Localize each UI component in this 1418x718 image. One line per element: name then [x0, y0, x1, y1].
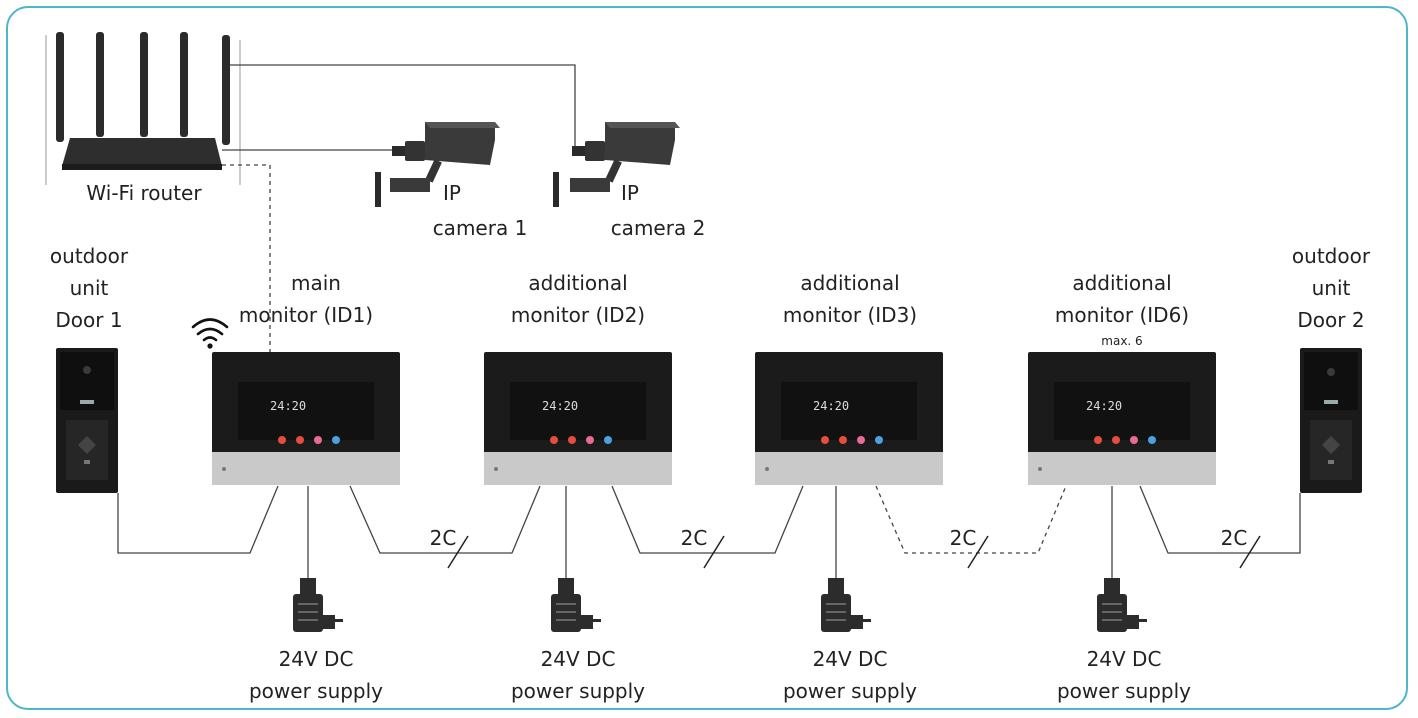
monitor-id3: 24:20	[755, 352, 943, 485]
monitor3-label-line1: additional	[800, 271, 899, 295]
camera2-label-line2: camera 2	[611, 216, 706, 240]
power4-label-line2: power supply	[1057, 679, 1191, 703]
power-supply-3: 24V DC power supply	[783, 486, 917, 703]
bus-label-3: 2C	[950, 526, 977, 550]
monitor2-label-line2: monitor (ID2)	[511, 303, 645, 327]
router-camera2-cable	[230, 64, 576, 148]
bus-label-4: 2C	[1221, 526, 1248, 550]
monitor-id2: 24:20	[484, 352, 672, 485]
monitor-id1: 24:20	[212, 352, 400, 485]
power-supply-1: 24V DC power supply	[249, 486, 383, 703]
outdoor1-label-line1: outdoor	[50, 244, 129, 268]
monitor3-screen-time: 24:20	[813, 399, 849, 413]
power4-label-line1: 24V DC	[1087, 647, 1162, 671]
power3-label-line1: 24V DC	[813, 647, 888, 671]
bus-monitor3-monitor6-optional	[875, 485, 1067, 554]
outdoor1-label-line2: unit	[70, 276, 109, 300]
bus-slash-4	[1239, 535, 1261, 569]
monitor3-label-line2: monitor (ID3)	[783, 303, 917, 327]
monitor1-screen-time: 24:20	[270, 399, 306, 413]
bus-label-1: 2C	[430, 526, 457, 550]
bus-monitor2-monitor3	[611, 485, 804, 554]
monitor2-label-line1: additional	[528, 271, 627, 295]
monitor4-max-note: max. 6	[1101, 334, 1142, 348]
diagram-frame	[6, 6, 1408, 710]
power1-label-line2: power supply	[249, 679, 383, 703]
power2-label-line1: 24V DC	[541, 647, 616, 671]
monitor4-label-line2: monitor (ID6)	[1055, 303, 1189, 327]
outdoor1-label-line3: Door 1	[55, 308, 122, 332]
monitor4-screen-time: 24:20	[1086, 399, 1122, 413]
outdoor-unit-door-1: outdoor unit Door 1	[50, 244, 129, 493]
power-supply-2: 24V DC power supply	[511, 486, 645, 703]
monitor1-label-line2: monitor (ID1)	[239, 303, 373, 327]
router-monitor-wifi-link	[222, 164, 271, 352]
bus-slash-3	[967, 535, 989, 569]
bus-monitor6-door2	[1139, 485, 1301, 554]
power2-label-line2: power supply	[511, 679, 645, 703]
bus-slash-2	[703, 535, 725, 569]
monitor1-label-line1: main	[291, 271, 341, 295]
bus-door1-monitor1	[117, 485, 279, 554]
ip-camera-2: IP camera 2	[553, 122, 705, 240]
monitor4-label-line1: additional	[1072, 271, 1171, 295]
camera1-label-line2: camera 1	[433, 216, 528, 240]
camera2-label-line1: IP	[621, 181, 639, 205]
wifi-router: Wi-Fi router	[45, 32, 241, 205]
monitor-id6: 24:20	[1028, 352, 1216, 485]
router-label: Wi-Fi router	[86, 181, 202, 205]
outdoor-unit-door-2: outdoor unit Door 2	[1292, 244, 1371, 493]
power1-label-line1: 24V DC	[279, 647, 354, 671]
power-supply-4: 24V DC power supply	[1057, 486, 1191, 703]
bus-monitor1-monitor2	[349, 485, 541, 554]
ip-camera-1: IP camera 1	[375, 122, 527, 240]
camera1-label-line1: IP	[443, 181, 461, 205]
outdoor2-label-line1: outdoor	[1292, 244, 1371, 268]
power3-label-line2: power supply	[783, 679, 917, 703]
monitor2-screen-time: 24:20	[542, 399, 578, 413]
outdoor2-label-line3: Door 2	[1297, 308, 1364, 332]
bus-label-2: 2C	[681, 526, 708, 550]
wifi-signal-icon	[191, 318, 229, 349]
bus-slash-1	[447, 535, 469, 569]
outdoor2-label-line2: unit	[1312, 276, 1351, 300]
